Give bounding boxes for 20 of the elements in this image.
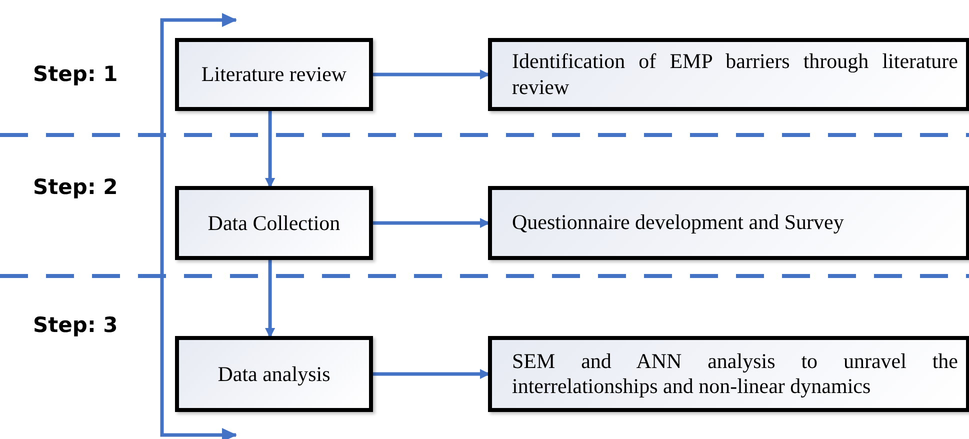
- arrow: [373, 70, 490, 80]
- step-label: Step: 2: [33, 175, 118, 199]
- process-box: [175, 336, 373, 412]
- box-text: Identification of EMP barriers through literature review: [512, 49, 958, 100]
- process-box: [488, 38, 969, 111]
- process-box: [488, 336, 969, 412]
- box-text: Data analysis: [218, 362, 330, 386]
- box-text: Literature review: [201, 62, 347, 87]
- box-text: Data Collection: [208, 210, 340, 236]
- arrow: [265, 111, 276, 188]
- process-box: [175, 38, 373, 111]
- process-box: [175, 186, 373, 260]
- box-text: SEM and ANN analysis to unravel the interrelationships and non-linear dynamics: [512, 348, 958, 400]
- step-label: Step: 1: [33, 62, 118, 86]
- arrow: [265, 260, 276, 338]
- process-box: [488, 186, 969, 260]
- arrow: [373, 369, 490, 379]
- arrow: [373, 218, 490, 228]
- step-label: Step: 3: [33, 313, 118, 337]
- box-text: Questionnaire development and Survey: [512, 210, 845, 236]
